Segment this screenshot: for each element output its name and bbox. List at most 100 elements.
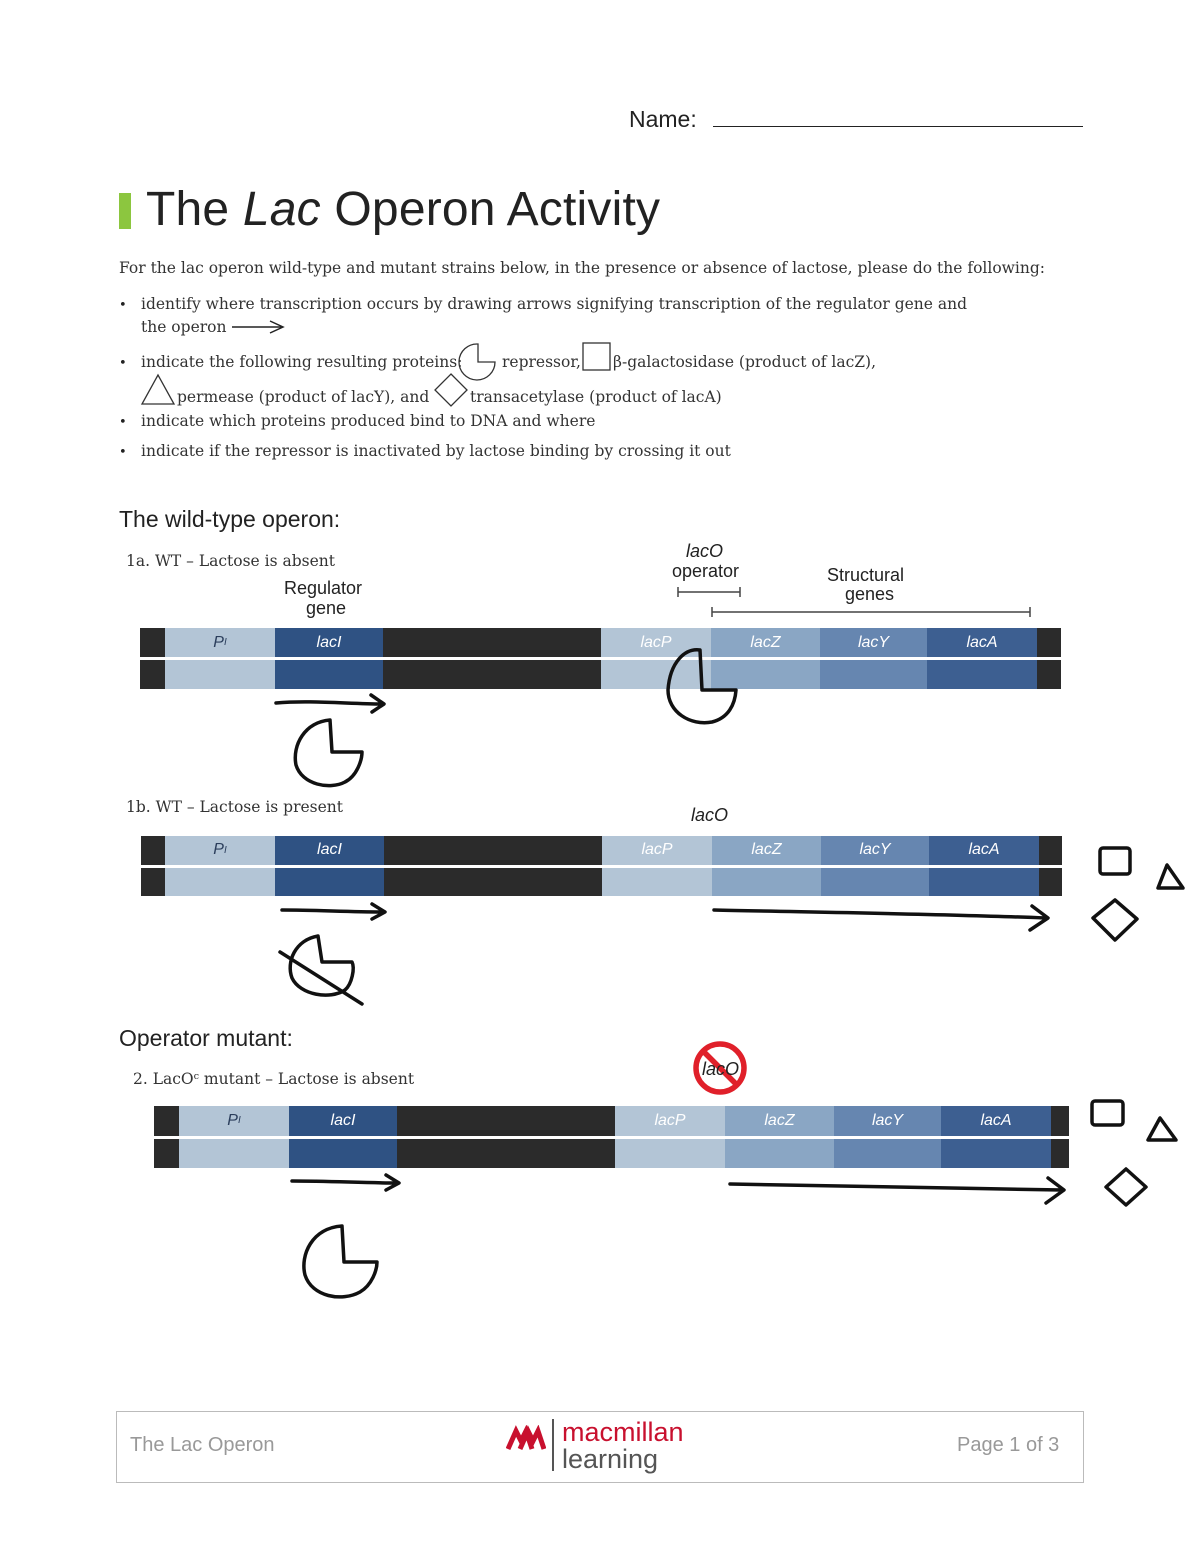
transcription-arrow-icon <box>280 902 387 921</box>
segment-lacI-lower <box>275 867 384 896</box>
segment-lacP-lower <box>615 1138 725 1168</box>
intro-text: For the lac operon wild-type and mutant … <box>119 259 1046 277</box>
transcription-arrow-icon <box>290 1173 401 1192</box>
segment-dark-lower <box>1037 660 1061 689</box>
segment-lacY-lower <box>821 867 929 896</box>
segment-dark-upper <box>397 1106 615 1136</box>
segment-lacI-upper: lacI <box>289 1106 397 1136</box>
bullet-3-part-a: permease (product of lacY), and <box>177 388 430 406</box>
transacetylase-icon <box>1104 1167 1148 1207</box>
segment-lacI-upper: lacI <box>275 628 383 657</box>
permease-icon <box>140 373 176 405</box>
repressor-icon <box>302 1224 379 1299</box>
segment-dark-lower <box>397 1138 615 1168</box>
segment-dark-upper <box>1051 1106 1069 1136</box>
segment-dark-upper <box>1039 836 1062 865</box>
title-accent-bar <box>119 193 131 229</box>
segment-pi-lower <box>165 867 275 896</box>
bullet-4: indicate which proteins produced bind to… <box>141 412 596 430</box>
bullet-1-line-1: identify where transcription occurs by d… <box>141 295 968 313</box>
segment-dark-upper <box>383 628 601 657</box>
segment-dark-upper <box>384 836 602 865</box>
segment-lacZ-lower <box>725 1138 834 1168</box>
bullet-2-part-a: indicate the following resulting protein… <box>141 353 463 371</box>
bullet-dot: • <box>119 415 127 430</box>
segment-dark-lower <box>384 867 602 896</box>
segment-dark-lower <box>1051 1138 1069 1168</box>
transacetylase-icon <box>1091 898 1139 942</box>
segment-lacZ-lower <box>711 660 820 689</box>
lacO-label-2: lacO <box>702 1059 740 1079</box>
repressor-icon <box>458 343 496 381</box>
brand-name: macmillan <box>562 1417 684 1447</box>
regulator-gene-label: gene <box>306 598 347 618</box>
bullet-3-part-b: transacetylase (product of lacA) <box>470 388 722 406</box>
segment-dark-upper <box>140 628 165 657</box>
transcription-arrow-icon <box>728 1176 1066 1205</box>
transacetylase-icon <box>434 373 468 407</box>
case-1a-label: 1a. WT – Lactose is absent <box>126 552 336 570</box>
segment-lacA-upper: lacA <box>941 1106 1051 1136</box>
bullet-2-part-c: β-galactosidase (product of lacZ), <box>613 353 877 371</box>
segment-lacI-upper: lacI <box>275 836 384 865</box>
bullet-dot: • <box>119 298 127 313</box>
segment-lacP-lower <box>601 660 711 689</box>
segment-lacI-lower <box>275 660 383 689</box>
segment-dark-upper <box>154 1106 179 1136</box>
case-1b-label: 1b. WT – Lactose is present <box>126 798 344 816</box>
segment-lacA-lower <box>929 867 1039 896</box>
segment-lacA-upper: lacA <box>929 836 1039 865</box>
bullet-dot: • <box>119 356 127 371</box>
brand-sub: learning <box>562 1444 659 1474</box>
regulator-label: Regulator <box>284 578 363 598</box>
segment-lacZ-lower <box>712 867 821 896</box>
segment-lacP-upper: lacP <box>615 1106 725 1136</box>
segment-dark-lower <box>154 1138 179 1168</box>
segment-lacY-lower <box>834 1138 941 1168</box>
legend-arrow-icon <box>232 320 285 334</box>
segment-dark-upper <box>1037 628 1061 657</box>
segment-dark-upper <box>141 836 165 865</box>
segment-pi-lower <box>179 1138 289 1168</box>
segment-lacA-lower <box>927 660 1037 689</box>
section-operator-mutant: Operator mutant: <box>119 1025 293 1051</box>
brand-divider <box>552 1419 554 1471</box>
segment-lacY-lower <box>820 660 927 689</box>
permease-icon <box>1156 863 1185 890</box>
operator-label: operator <box>672 561 740 581</box>
footer-title: The Lac Operon <box>130 1434 275 1456</box>
name-field[interactable] <box>713 126 1083 127</box>
beta-galactosidase-icon <box>582 342 611 371</box>
structural-genes-label: genes <box>845 584 895 604</box>
bullet-2-part-b: repressor, <box>502 353 581 371</box>
structural-label: Structural <box>827 565 905 585</box>
segment-lacZ-upper: lacZ <box>712 836 821 865</box>
segment-lacP-lower <box>602 867 712 896</box>
bullet-1-line-2: the operon <box>141 318 227 336</box>
bullet-dot: • <box>119 445 127 460</box>
transcription-arrow-icon <box>712 904 1050 932</box>
inactivated-repressor-icon <box>288 934 355 997</box>
segment-lacP-upper: lacP <box>602 836 712 865</box>
beta-galactosidase-icon <box>1098 846 1132 876</box>
page-title: The Lac Operon Activity <box>146 183 661 236</box>
segment-lacA-lower <box>941 1138 1051 1168</box>
transcription-arrow-icon <box>274 693 386 714</box>
segment-dark-lower <box>1039 867 1062 896</box>
case-2-label: 2. LacOᶜ mutant – Lactose is absent <box>133 1070 415 1088</box>
segment-dark-lower <box>141 867 165 896</box>
segment-lacZ-upper: lacZ <box>711 628 820 657</box>
segment-lacY-upper: lacY <box>820 628 927 657</box>
section-wildtype: The wild-type operon: <box>119 506 341 532</box>
lacO-label: lacO <box>686 541 724 561</box>
bullet-5: indicate if the repressor is inactivated… <box>141 442 731 460</box>
page-number: Page 1 of 3 <box>957 1434 1060 1456</box>
name-label: Name: <box>629 106 697 132</box>
segment-pi-lower <box>165 660 275 689</box>
